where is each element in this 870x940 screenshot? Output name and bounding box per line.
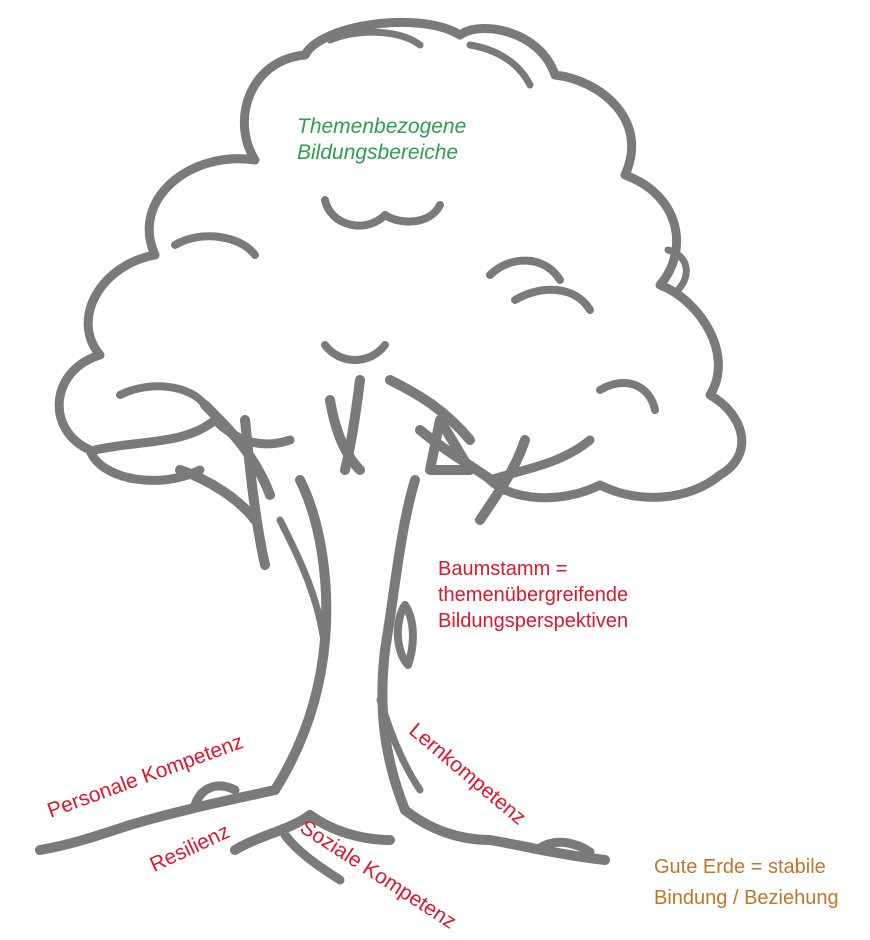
branch-right-1 xyxy=(390,380,470,440)
crown-label: Themenbezogene Bildungsbereiche xyxy=(297,114,466,167)
crown-inner-6 xyxy=(325,345,385,360)
soil-label-line-2: Bindung / Beziehung xyxy=(654,883,839,914)
crown-outline-left xyxy=(59,55,305,480)
soil-label: Gute Erde = stabile Bindung / Beziehung xyxy=(654,852,839,914)
soil-label-line-1: Gute Erde = stabile xyxy=(654,852,839,883)
crown-label-line-1: Themenbezogene xyxy=(297,114,466,140)
crown-inner-3 xyxy=(490,261,560,280)
crown-inner-1 xyxy=(325,200,440,226)
trunk-label-line-2: themenübergreifende xyxy=(438,582,628,608)
branch-left-1 xyxy=(180,470,255,520)
trunk-label: Baumstamm = themenübergreifende Bildungs… xyxy=(438,556,628,634)
crown-lobe-top-right xyxy=(470,45,530,85)
trunk-label-line-1: Baumstamm = xyxy=(438,556,628,582)
crown-label-line-2: Bildungsbereiche xyxy=(297,140,466,166)
trunk-label-line-3: Bildungsperspektiven xyxy=(438,608,628,634)
crown-inner-8 xyxy=(120,386,205,405)
trunk-knot xyxy=(398,605,413,665)
crown-inner-4 xyxy=(515,290,590,310)
crown-inner-2 xyxy=(175,236,255,255)
crown-inner-7 xyxy=(600,383,655,410)
crown-lower-left xyxy=(95,420,290,450)
branch-center-2 xyxy=(345,380,360,470)
crown-lobe-top xyxy=(330,32,420,45)
